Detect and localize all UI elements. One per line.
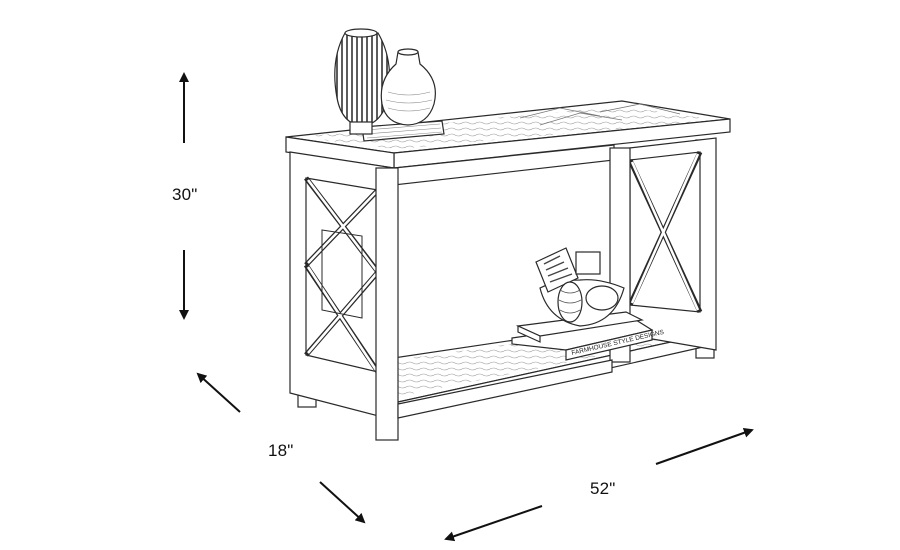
front-shelf-rail — [397, 359, 613, 419]
tall-striped-vase — [334, 32, 391, 127]
short-vase-texture — [385, 91, 433, 112]
right-side-panel — [611, 137, 717, 351]
console-table — [285, 100, 731, 441]
depth-arrow-front — [319, 481, 366, 524]
short-round-vase — [380, 51, 436, 126]
decor-tray-grain — [365, 123, 443, 139]
depth-dimension-arrows — [196, 372, 366, 524]
front-left-leg — [375, 167, 399, 441]
width-dimension-arrows — [444, 427, 754, 542]
decor-card-box — [535, 247, 579, 293]
tabletop-decor — [334, 28, 445, 142]
book-top-side — [517, 325, 541, 343]
height-dimension-label: 30" — [172, 185, 198, 204]
decor-card-pattern — [543, 255, 573, 283]
tall-vase-mouth — [344, 28, 378, 38]
width-dimension-label: 52" — [590, 479, 616, 498]
tabletop-grain — [300, 106, 716, 149]
depth-arrow-back — [196, 372, 241, 413]
depth-dimension-label: 18" — [268, 441, 294, 460]
decor-pinecone-scales — [558, 289, 582, 314]
decor-pinecone — [557, 281, 583, 323]
tabletop-chevron-pattern — [519, 103, 681, 126]
width-arrow-left — [444, 505, 543, 542]
book-bottom-spine — [565, 329, 653, 361]
decor-card-back — [575, 251, 601, 275]
left-side-panel — [289, 151, 395, 421]
decor-orb — [585, 285, 619, 311]
short-vase-mouth — [397, 48, 419, 56]
width-arrow-right — [655, 427, 754, 465]
tall-vase-base — [349, 121, 373, 135]
